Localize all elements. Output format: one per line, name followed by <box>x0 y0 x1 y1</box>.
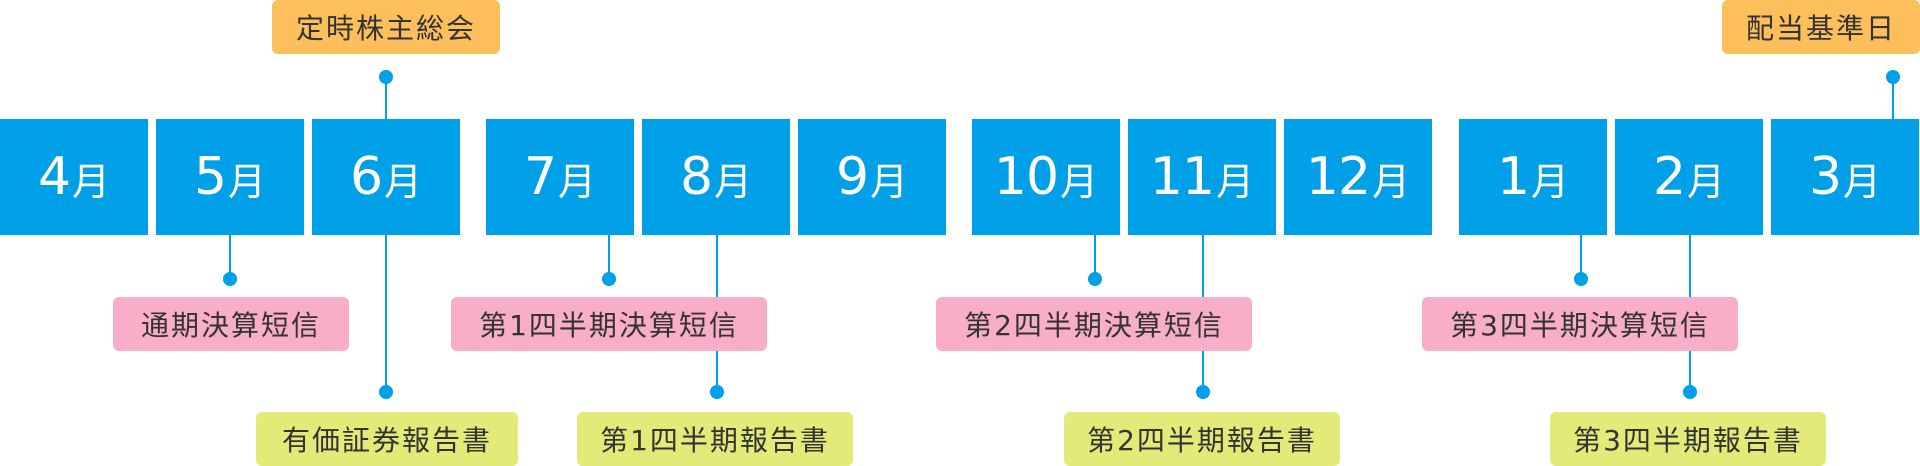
connector-dot-q2-report <box>1196 385 1210 399</box>
month-unit: 月 <box>1216 160 1255 204</box>
month-number: 5 <box>193 147 227 207</box>
connector-dot-q3-earnings <box>1574 272 1588 286</box>
month-number: 1 <box>1496 147 1530 207</box>
month-number: 3 <box>1808 147 1842 207</box>
month-unit: 月 <box>384 160 423 204</box>
event-agm-label: 定時株主総会 <box>272 0 500 54</box>
connector-dot-agm <box>379 70 393 84</box>
month-number: 2 <box>1652 147 1686 207</box>
month-unit: 月 <box>1531 160 1570 204</box>
month-number: 9 <box>835 147 869 207</box>
event-q1-earnings-label: 第1四半期決算短信 <box>451 297 767 351</box>
connector-agm <box>385 76 387 120</box>
connector-dot-annual-earnings <box>223 272 237 286</box>
month-number: 7 <box>523 147 557 207</box>
connector-annual-report <box>385 234 387 392</box>
month-number: 11 <box>1149 147 1215 207</box>
connector-annual-earnings <box>229 234 231 280</box>
event-q1-report-label: 第1四半期報告書 <box>577 412 853 466</box>
connector-q2-earnings <box>1094 234 1096 280</box>
month-number: 10 <box>993 147 1059 207</box>
connector-dot-q1-report <box>710 385 724 399</box>
month-number: 12 <box>1305 147 1371 207</box>
month-number: 4 <box>37 147 71 207</box>
month-unit: 月 <box>1060 160 1099 204</box>
event-q3-earnings-label: 第3四半期決算短信 <box>1422 297 1738 351</box>
connector-q3-earnings <box>1580 234 1582 280</box>
month-unit: 月 <box>72 160 111 204</box>
month-number: 8 <box>679 147 713 207</box>
connector-dot-annual-report <box>379 385 393 399</box>
month-number: 6 <box>349 147 383 207</box>
connector-dot-q2-earnings <box>1088 272 1102 286</box>
connector-dot-q1-earnings <box>602 272 616 286</box>
event-annual-earnings-label: 通期決算短信 <box>113 297 349 351</box>
connector-dot-q3-report <box>1683 385 1697 399</box>
month-unit: 月 <box>1843 160 1882 204</box>
month-unit: 月 <box>1372 160 1411 204</box>
event-q2-report-label: 第2四半期報告書 <box>1064 412 1340 466</box>
event-q3-report-label: 第3四半期報告書 <box>1550 412 1826 466</box>
event-annual-report-label: 有価証券報告書 <box>256 412 518 466</box>
event-record-date-label: 配当基準日 <box>1722 0 1920 54</box>
event-q2-earnings-label: 第2四半期決算短信 <box>936 297 1252 351</box>
month-unit: 月 <box>1687 160 1726 204</box>
month-unit: 月 <box>558 160 597 204</box>
connector-record-date <box>1892 76 1894 120</box>
month-unit: 月 <box>870 160 909 204</box>
connector-q1-earnings <box>608 234 610 280</box>
month-unit: 月 <box>714 160 753 204</box>
connector-dot-record-date <box>1886 70 1900 84</box>
month-unit: 月 <box>228 160 267 204</box>
